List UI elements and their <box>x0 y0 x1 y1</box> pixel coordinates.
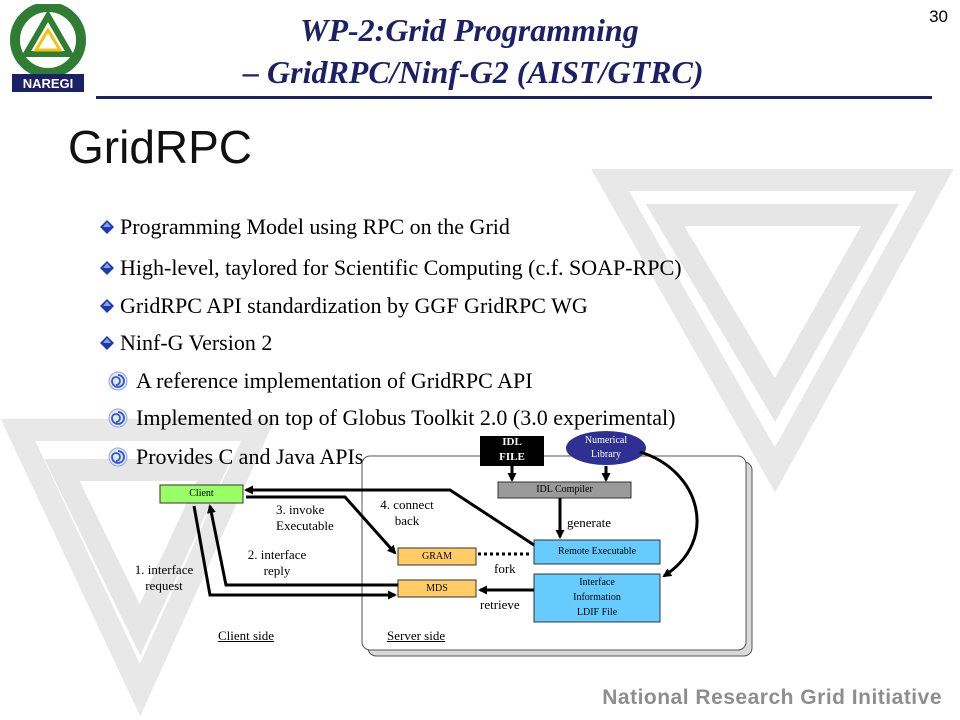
server-side-label: Server side <box>387 628 446 643</box>
swirl-bullet-icon <box>108 371 128 391</box>
gram-box <box>397 547 477 566</box>
bullet-item: High-level, taylored for Scientific Comp… <box>100 255 682 281</box>
slide-number: 30 <box>929 7 948 26</box>
slide-title-line-1: WP-2:Grid Programming <box>300 12 639 48</box>
logo-text: NAREGI <box>23 76 74 91</box>
mds-label: MDS <box>426 583 448 594</box>
sub-bullet-text: Provides C and Java APIs <box>136 444 364 469</box>
client-label: Client <box>189 488 214 499</box>
interface-info-box <box>533 573 661 623</box>
naregi-logo: NAREGI <box>4 4 92 96</box>
sub-bullet-item: Provides C and Java APIs <box>108 444 363 470</box>
sub-bullet-text: Implemented on top of Globus Toolkit 2.0… <box>136 405 676 430</box>
client-side-label: Client side <box>218 628 274 643</box>
bullet-item: Programming Model using RPC on the Grid <box>100 214 510 240</box>
sub-bullet-item: A reference implementation of GridRPC AP… <box>108 368 533 394</box>
section-heading: GridRPC <box>68 121 253 173</box>
client-box <box>159 484 244 504</box>
gram-label: GRAM <box>421 551 452 562</box>
idl-compiler-label: IDL Compiler <box>536 484 593 495</box>
diamond-bullet-icon <box>100 299 114 313</box>
slide-title-line-2: – GridRPC/Ninf-G2 (AIST/GTRC) <box>243 54 704 90</box>
retrieve-label: retrieve <box>480 597 520 612</box>
numerical-library-ellipse <box>566 431 646 465</box>
fork-label: fork <box>494 561 516 576</box>
remote-executable-label: Remote Executable <box>557 546 637 557</box>
bullet-text: GridRPC API standardization by GGF GridR… <box>120 293 588 318</box>
swirl-bullet-icon <box>108 447 128 467</box>
footer-tagline: National Research Grid Initiative <box>602 686 942 709</box>
sub-bullet-text: A reference implementation of GridRPC AP… <box>136 368 533 393</box>
bullet-item: GridRPC API standardization by GGF GridR… <box>100 293 588 319</box>
bullet-text: Programming Model using RPC on the Grid <box>120 214 510 239</box>
mds-box <box>397 579 477 598</box>
swirl-bullet-icon <box>108 408 128 428</box>
bullet-text: Ninf-G Version 2 <box>120 330 273 355</box>
diamond-bullet-icon <box>100 261 114 275</box>
idl-compiler-box <box>497 481 632 499</box>
idl-file-box <box>480 436 544 466</box>
remote-executable-box <box>533 539 661 565</box>
generate-label: generate <box>567 515 612 530</box>
bullet-item: Ninf-G Version 2 <box>100 330 272 356</box>
diamond-bullet-icon <box>100 336 114 350</box>
diamond-bullet-icon <box>100 220 114 234</box>
sub-bullet-item: Implemented on top of Globus Toolkit 2.0… <box>108 405 675 431</box>
header-divider <box>96 96 932 99</box>
bullet-text: High-level, taylored for Scientific Comp… <box>120 255 682 280</box>
